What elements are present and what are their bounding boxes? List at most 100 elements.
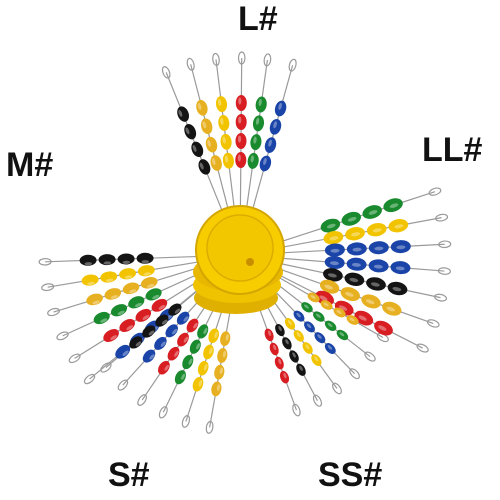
bead-m-0-1 bbox=[117, 253, 135, 265]
bead-highlight-s-1-1 bbox=[172, 328, 178, 335]
bead-ll-4-1 bbox=[344, 272, 365, 286]
bead-l-5-0 bbox=[259, 155, 272, 172]
bead-l-2-1 bbox=[220, 133, 232, 150]
bead-highlight-ss-1-3 bbox=[299, 365, 303, 371]
bead-s-5-3 bbox=[211, 381, 222, 397]
bead-ll-1-2 bbox=[366, 223, 387, 237]
bead-highlight-ss-2-3 bbox=[314, 356, 319, 362]
wire-loop-l-0 bbox=[161, 66, 171, 79]
bead-ss-4-3 bbox=[336, 329, 349, 341]
wire-loop-ss-4 bbox=[364, 351, 376, 362]
bead-highlight-s-3-1 bbox=[196, 343, 201, 350]
bead-highlight-s-1-2 bbox=[160, 341, 166, 347]
bead-highlight-ll-0-1 bbox=[347, 216, 357, 222]
bead-highlight-ll-5-1 bbox=[345, 292, 354, 297]
bead-ll-0-3 bbox=[383, 198, 403, 213]
stopper-beads bbox=[79, 95, 411, 397]
bead-s-1-2 bbox=[154, 336, 167, 350]
bead-l-3-0 bbox=[235, 152, 247, 168]
bead-highlight-l-0-3 bbox=[178, 109, 183, 117]
bead-highlight-ll-4-2 bbox=[370, 282, 380, 287]
bead-ss-1-2 bbox=[289, 350, 299, 363]
bead-highlight-ll-6-0 bbox=[319, 295, 328, 301]
bead-highlight-ss-4-3 bbox=[339, 332, 345, 337]
bead-highlight-s-0-3 bbox=[135, 341, 142, 347]
bead-highlight-ll-3-3 bbox=[395, 266, 405, 271]
bead-m-3-2 bbox=[110, 304, 128, 317]
wire-loop-ll-2 bbox=[438, 240, 452, 249]
size-label-m: M# bbox=[6, 146, 54, 184]
wire-loop-ll-5 bbox=[426, 319, 440, 328]
bead-ll-5-1 bbox=[340, 287, 360, 302]
bead-highlight-ll-0-2 bbox=[368, 210, 378, 215]
bead-ss-0-1 bbox=[269, 342, 279, 356]
bead-ss-5-3 bbox=[346, 315, 359, 325]
bead-ll-4-2 bbox=[366, 277, 386, 291]
bead-highlight-ss-3-3 bbox=[327, 345, 333, 350]
bead-highlight-s-2-2 bbox=[174, 350, 179, 357]
bead-highlight-m-4-3 bbox=[110, 335, 117, 341]
wire-loop-ll-4 bbox=[434, 293, 448, 302]
bead-highlight-m-2-2 bbox=[110, 295, 119, 299]
bead-l-3-2 bbox=[235, 114, 247, 130]
wire-loop-l-2 bbox=[212, 52, 220, 67]
bead-highlight-ss-1-0 bbox=[278, 325, 282, 332]
bead-highlight-m-4-2 bbox=[126, 325, 134, 331]
bead-highlight-ll-4-3 bbox=[392, 287, 402, 292]
bead-ll-2-0 bbox=[324, 243, 345, 257]
bead-s-3-2 bbox=[182, 354, 194, 370]
bead-m-3-0 bbox=[145, 288, 162, 301]
bead-highlight-m-5-3 bbox=[122, 350, 129, 356]
bead-highlight-l-2-2 bbox=[220, 117, 224, 125]
bead-highlight-m-1-1 bbox=[124, 275, 133, 279]
bead-s-0-2 bbox=[142, 325, 156, 338]
bead-highlight-ll-6-2 bbox=[358, 315, 367, 321]
bead-s-2-3 bbox=[158, 360, 170, 375]
bead-ll-2-2 bbox=[368, 241, 389, 255]
bead-ss-3-3 bbox=[324, 342, 336, 355]
bead-highlight-m-1-3 bbox=[87, 281, 95, 286]
bead-l-1-2 bbox=[201, 118, 213, 135]
bead-l-0-0 bbox=[198, 159, 211, 175]
bead-m-4-3 bbox=[103, 329, 119, 342]
bead-ss-4-2 bbox=[324, 320, 337, 331]
bead-m-1-3 bbox=[81, 274, 99, 286]
size-label-l: L# bbox=[238, 0, 278, 38]
wire-loop-s-2 bbox=[137, 394, 148, 406]
bead-highlight-s-0-0 bbox=[174, 308, 181, 314]
bead-s-2-2 bbox=[167, 346, 180, 361]
bead-highlight-m-3-0 bbox=[152, 294, 160, 300]
bead-highlight-ll-5-0 bbox=[324, 284, 333, 290]
wire-loop-ss-0 bbox=[292, 403, 301, 417]
bead-highlight-l-5-2 bbox=[273, 121, 277, 129]
bead-highlight-ss-5-3 bbox=[349, 317, 355, 322]
bead-ss-3-1 bbox=[304, 321, 315, 333]
bead-highlight-s-4-3 bbox=[198, 380, 203, 387]
bead-highlight-ss-0-3 bbox=[283, 372, 287, 379]
bead-s-3-1 bbox=[189, 339, 201, 354]
wire-loop-ss-1 bbox=[312, 394, 323, 407]
bead-l-0-1 bbox=[191, 141, 204, 157]
bead-ss-4-1 bbox=[313, 311, 325, 322]
bead-highlight-l-3-2 bbox=[238, 116, 242, 124]
bead-highlight-s-3-3 bbox=[181, 373, 186, 380]
bead-ss-0-0 bbox=[264, 328, 274, 342]
bead-l-1-0 bbox=[210, 155, 222, 171]
bead-highlight-s-4-0 bbox=[214, 331, 218, 339]
bead-highlight-s-0-2 bbox=[148, 330, 155, 336]
bead-ll-0-0 bbox=[320, 218, 341, 233]
bead-highlight-m-1-2 bbox=[105, 278, 114, 283]
bead-ss-0-2 bbox=[274, 356, 284, 370]
bead-m-1-0 bbox=[137, 265, 155, 277]
bead-highlight-s-1-0 bbox=[183, 316, 189, 322]
bead-highlight-ll-0-3 bbox=[389, 203, 399, 208]
bead-highlight-ss-1-1 bbox=[285, 339, 289, 345]
bead-highlight-s-3-2 bbox=[188, 358, 193, 365]
bead-ll-4-0 bbox=[323, 268, 343, 282]
bead-highlight-ll-3-1 bbox=[351, 262, 361, 267]
bead-highlight-s-0-1 bbox=[161, 319, 168, 325]
bead-highlight-ss-1-2 bbox=[292, 352, 296, 358]
bead-highlight-l-3-0 bbox=[237, 154, 241, 162]
bead-highlight-m-2-0 bbox=[147, 283, 155, 288]
